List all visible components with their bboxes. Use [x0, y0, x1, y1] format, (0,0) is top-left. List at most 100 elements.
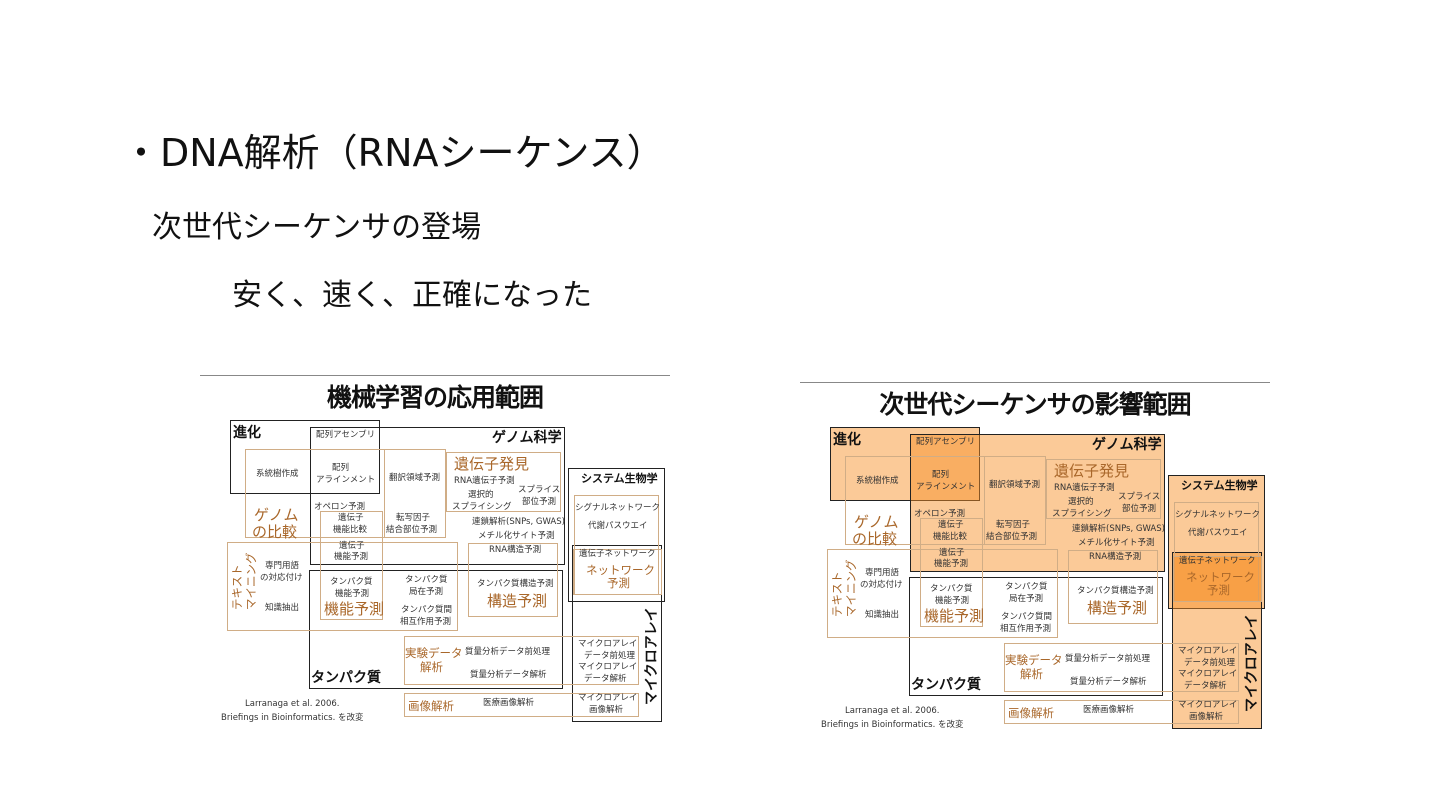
label-seq-assembly: 配列アセンブリ — [916, 437, 976, 447]
rna-structure-box — [468, 543, 558, 617]
label-gene-func-pred1: 遺伝子 — [339, 541, 365, 551]
label-cite1: Larranaga et al. 2006. — [245, 699, 340, 709]
label-cite1: Larranaga et al. 2006. — [845, 706, 940, 716]
microarray-box — [1172, 552, 1262, 729]
label-ppi1: タンパク質間 — [401, 605, 453, 615]
label-comp-genome1: ゲノム — [854, 513, 899, 531]
slide-subpoint: 安く、速く、正確になった — [232, 278, 592, 313]
label-tfbs2: 結合部位予測 — [986, 532, 1038, 542]
label-ma-img2: 画像解析 — [1189, 712, 1224, 722]
proteins-box — [309, 570, 563, 689]
label-text-mining1: テキスト — [230, 564, 244, 610]
label-gene-func-pred2: 機能予測 — [334, 552, 369, 562]
label-microarray: マイクロアレイ — [1244, 614, 1260, 712]
label-signal-net: シグナルネットワーク — [1175, 510, 1261, 520]
label-term-map1: 専門用語 — [865, 568, 900, 578]
label-func-pred: 機能予測 — [924, 607, 985, 625]
label-systems-bio: システム生物学 — [1181, 479, 1258, 492]
label-splice-site1: スプライス — [518, 485, 561, 495]
image-analysis-box — [404, 693, 639, 717]
label-net-pred2: 予測 — [607, 576, 630, 590]
label-alt-splice2: スプライシング — [452, 502, 512, 512]
label-ms-pre: 質量分析データ前処理 — [465, 647, 551, 657]
label-term-map2: の対応付け — [860, 580, 903, 590]
label-gene-finding: 遺伝子発見 — [454, 455, 530, 473]
experimental-data-box — [1004, 643, 1239, 692]
label-operon: オペロン予測 — [914, 509, 966, 519]
label-net-pred1: ネットワーク — [1186, 570, 1255, 584]
label-image-ana: 画像解析 — [1008, 706, 1054, 720]
label-ms-pre: 質量分析データ前処理 — [1065, 654, 1151, 664]
label-methyl: メチル化サイト予測 — [1078, 538, 1155, 548]
label-func-pred: 機能予測 — [324, 600, 385, 618]
label-splice-site2: 部位予測 — [1122, 504, 1157, 514]
label-ppi2: 相互作用予測 — [400, 617, 452, 627]
label-net-pred1: ネットワーク — [586, 563, 655, 577]
label-prot-loc2: 局在予測 — [1009, 594, 1044, 604]
rna-structure-box — [1068, 550, 1158, 624]
label-linkage: 連鎖解析(SNPs, GWAS) — [472, 517, 565, 527]
label-translation: 翻訳領域予測 — [989, 480, 1041, 490]
label-prot-func2: 機能予測 — [335, 589, 370, 599]
label-ms-ana: 質量分析データ解析 — [470, 670, 547, 680]
label-prot-func2: 機能予測 — [935, 596, 970, 606]
proteins-box — [909, 577, 1163, 696]
text-mining-box — [827, 549, 1058, 638]
label-ms-ana: 質量分析データ解析 — [1070, 677, 1147, 687]
label-ma-pre1: マイクロアレイ — [578, 639, 638, 649]
label-seq-assembly: 配列アセンブリ — [316, 430, 376, 440]
label-prot-loc1: タンパク質 — [405, 575, 448, 585]
label-cite2: Briefings in Bioinformatics. を改変 — [821, 720, 964, 730]
gene-finding-box — [1046, 459, 1161, 519]
gene-function-box — [920, 518, 983, 627]
label-rna-struct: RNA構造予測 — [489, 545, 542, 555]
label-ppi2: 相互作用予測 — [1000, 624, 1052, 634]
label-alt-splice1: 選択的 — [468, 490, 494, 500]
label-splice-site1: スプライス — [1118, 492, 1161, 502]
label-splice-site2: 部位予測 — [522, 497, 557, 507]
evolution-box — [830, 427, 980, 501]
systems-biology-box — [1168, 475, 1265, 609]
label-prot-struct: タンパク質構造予測 — [477, 579, 554, 589]
label-signal-net: シグナルネットワーク — [575, 503, 661, 513]
diagram-title: 機械学習の応用範囲 — [326, 383, 544, 412]
label-rna-gene: RNA遺伝子予測 — [1054, 483, 1115, 493]
label-rna-gene: RNA遺伝子予測 — [454, 476, 515, 486]
label-struct-pred: 構造予測 — [487, 592, 548, 610]
label-ma-img1: マイクロアレイ — [578, 693, 638, 703]
label-text-mining2: マイニング — [844, 559, 858, 618]
label-prot-struct: タンパク質構造予測 — [1077, 586, 1154, 596]
label-align2: アラインメント — [916, 482, 976, 492]
evolution-box — [230, 420, 380, 494]
label-translation: 翻訳領域予測 — [389, 473, 441, 483]
gene-function-box — [320, 511, 383, 620]
label-proteins: タンパク質 — [311, 670, 381, 686]
label-text-mining1: テキスト — [830, 571, 844, 617]
label-med-image: 医療画像解析 — [483, 698, 535, 708]
label-genomics: ゲノム科学 — [492, 430, 562, 446]
label-phylo: 系統樹作成 — [856, 476, 899, 486]
label-gene-func-comp2: 機能比較 — [333, 525, 368, 535]
ngs-impact-diagram: 次世代シーケンサの影響範囲 進化配列アセンブリゲノム科学系統樹作成配列アラインメ… — [800, 377, 1270, 732]
genomics-box — [310, 427, 565, 565]
label-text-mining2: マイニング — [244, 552, 258, 611]
label-gene-func-pred1: 遺伝子 — [939, 548, 965, 558]
label-ma-pre1: マイクロアレイ — [1178, 646, 1238, 656]
text-mining-box — [227, 542, 458, 631]
network-prediction-box — [573, 549, 662, 595]
label-ma-pre2: データ前処理 — [1184, 658, 1236, 668]
label-proteins: タンパク質 — [911, 677, 981, 693]
systems-biology-box — [568, 468, 665, 602]
label-alt-splice2: スプライシング — [1052, 509, 1112, 519]
label-operon: オペロン予測 — [314, 502, 366, 512]
gene-finding-box — [446, 452, 561, 512]
label-ma-ana2: データ解析 — [1184, 681, 1227, 691]
label-exp-data1: 実験データ — [1005, 653, 1063, 667]
label-med-image: 医療画像解析 — [1083, 705, 1135, 715]
label-microarray: マイクロアレイ — [644, 607, 660, 705]
label-tfbs2: 結合部位予測 — [386, 525, 438, 535]
label-align1: 配列 — [332, 463, 350, 473]
label-net-pred2: 予測 — [1207, 583, 1230, 597]
label-ma-ana1: マイクロアレイ — [578, 662, 638, 672]
divider — [200, 375, 670, 376]
